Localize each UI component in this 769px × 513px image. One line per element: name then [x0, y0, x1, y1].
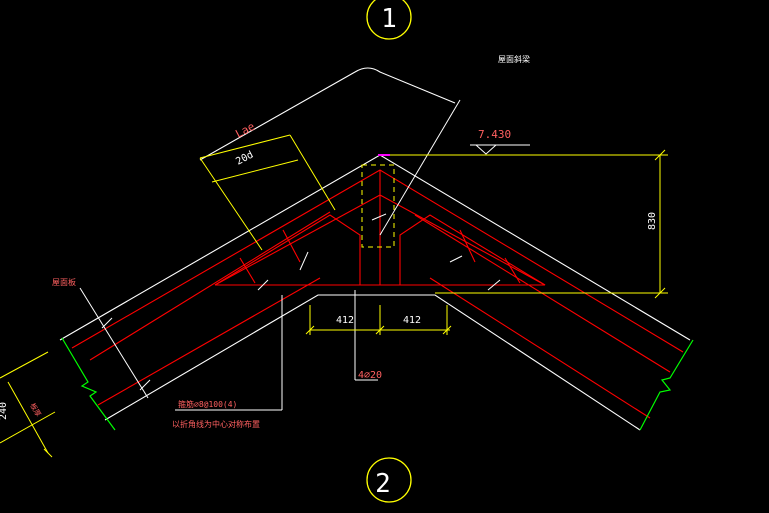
left-label: 屋面板	[52, 277, 76, 287]
axis-bubble-1-label: 1	[381, 4, 397, 34]
elevation-marker: 7.430	[470, 128, 530, 155]
bottom-bar-right	[429, 277, 651, 419]
axis-bubble-2: 2	[366, 457, 412, 503]
inner-bent-bar-right	[399, 214, 546, 286]
side-label: 板厚	[28, 402, 43, 419]
anchorage-outline	[199, 67, 456, 161]
anchorage-20d-label: 20d	[234, 149, 255, 167]
leader-lines	[79, 99, 461, 411]
inner-bent-bar	[214, 214, 361, 286]
stirrup-note-2: 以折角线为中心对称布置	[172, 419, 260, 429]
anchorage-lae-label: Lae	[233, 120, 257, 141]
stirrup-2	[282, 229, 301, 263]
height-dim-label: 830	[647, 212, 658, 230]
right-break-line	[639, 339, 694, 431]
top-bar-outer	[71, 169, 684, 353]
axis-bubble-2-label: 2	[375, 469, 391, 499]
rebar-ticks	[101, 213, 501, 391]
beam-top-edge	[59, 154, 691, 341]
stirrup-3	[459, 229, 476, 263]
side-dim-label: 240	[0, 402, 9, 420]
beam-bottom-edge	[104, 294, 641, 431]
center-joint-box	[361, 164, 395, 248]
break-lines	[61, 337, 694, 431]
stirrup-4	[504, 257, 521, 284]
anchorage-dimension	[199, 134, 336, 251]
rebar-lines	[71, 169, 684, 419]
stirrup-1	[239, 257, 256, 284]
width-dimension	[305, 305, 452, 335]
left-break-line	[61, 337, 116, 431]
width-dim-right: 412	[403, 315, 421, 326]
side-dimension	[0, 351, 56, 458]
height-dimension	[435, 149, 668, 299]
top-bar-inner	[89, 211, 331, 361]
stirrup-note: 箍筋⌀8@100(4)	[178, 399, 237, 409]
title-note: 屋面斜梁	[498, 54, 530, 64]
width-dim-left: 412	[336, 315, 354, 326]
axis-bubble-1: 1	[366, 0, 412, 40]
elevation-label: 7.430	[478, 128, 511, 141]
bottom-bar-left	[97, 277, 321, 406]
rebar-label: 4⌀20	[358, 370, 382, 381]
